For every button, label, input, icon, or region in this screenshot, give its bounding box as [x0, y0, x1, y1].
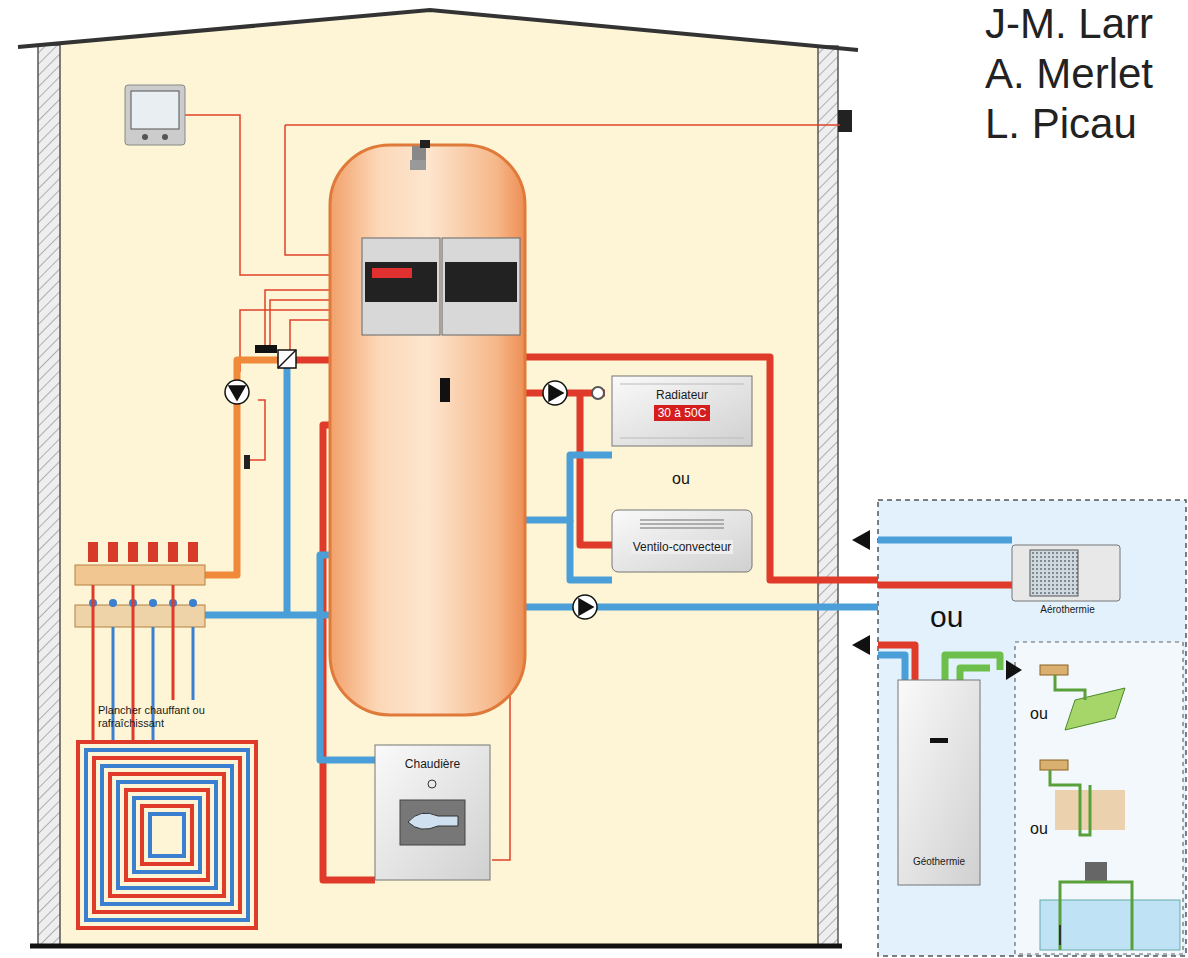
fan-coil-box: Ventilo-convecteur	[612, 510, 752, 572]
or-label: ou	[1030, 820, 1048, 838]
author-name: L. Picau	[985, 100, 1137, 148]
device-label: Aérothermie	[1040, 604, 1094, 615]
floor-label: Plancher chauffant ou rafraîchissant	[98, 704, 238, 730]
air-heat-pump: Aérothermie	[1005, 540, 1130, 628]
boiler-box: Chaudière	[375, 745, 490, 880]
or-label: ou	[672, 470, 690, 488]
author-name: J-M. Larr	[985, 0, 1153, 48]
device-label: Chaudière	[405, 757, 460, 771]
device-label: Radiateur	[653, 388, 711, 402]
author-name: A. Merlet	[985, 50, 1153, 98]
temperature-badge: 30 à 50C	[654, 405, 711, 421]
radiator-box: Radiateur 30 à 50C	[612, 376, 752, 446]
device-label: Ventilo-convecteur	[631, 540, 734, 554]
device-label: Géothermie	[913, 856, 965, 867]
ground-heat-pump: Géothermie	[898, 680, 980, 885]
or-label: ou	[930, 600, 963, 634]
floor-heating: Plancher chauffant ou rafraîchissant	[70, 700, 265, 938]
or-label: ou	[1030, 705, 1048, 723]
